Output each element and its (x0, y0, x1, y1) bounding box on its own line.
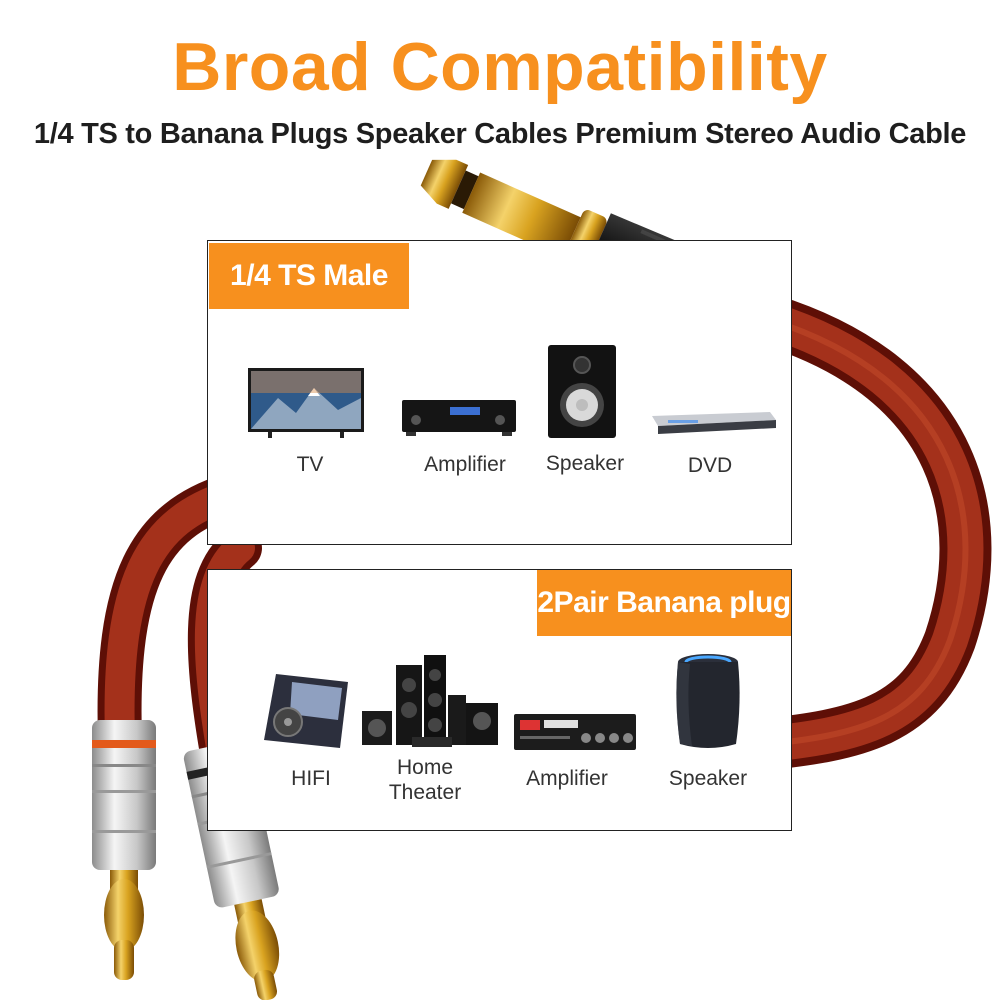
device-tv-label: TV (296, 453, 324, 476)
banana-plug-1 (92, 720, 156, 980)
device-home-theater-label: Home (396, 756, 454, 779)
dvd-player-icon (652, 412, 776, 434)
page-title: Broad Compatibility (172, 29, 828, 105)
tv-icon (248, 368, 364, 438)
device-home-theater-label-line2: Theater (388, 781, 462, 804)
device-smart-speaker-label: Speaker (668, 767, 748, 790)
device-amplifier-bottom (514, 710, 638, 754)
speaker-icon (548, 345, 616, 438)
device-speaker-top-label: Speaker (545, 452, 625, 475)
device-hifi-label: HIFI (291, 767, 331, 790)
smart-speaker-icon (676, 654, 740, 748)
tag-banana-plug: 2Pair Banana plug (537, 570, 791, 636)
device-home-theater (362, 655, 498, 747)
tag-ts-male: 1/4 TS Male (209, 243, 409, 309)
hifi-player-icon (264, 674, 348, 748)
device-amplifier-bottom-label: Amplifier (526, 767, 608, 790)
device-dvd-label: DVD (687, 454, 733, 477)
amplifier-icon (402, 400, 516, 436)
page-subtitle: 1/4 TS to Banana Plugs Speaker Cables Pr… (33, 118, 967, 150)
device-amplifier-top (402, 398, 518, 438)
device-tv (248, 368, 366, 438)
device-amplifier-top-label: Amplifier (424, 453, 506, 476)
device-dvd (648, 408, 778, 436)
amplifier-icon (514, 714, 636, 750)
device-smart-speaker (672, 652, 744, 752)
device-hifi (262, 670, 352, 750)
home-theater-icon (362, 655, 498, 747)
device-speaker-top (548, 345, 618, 440)
